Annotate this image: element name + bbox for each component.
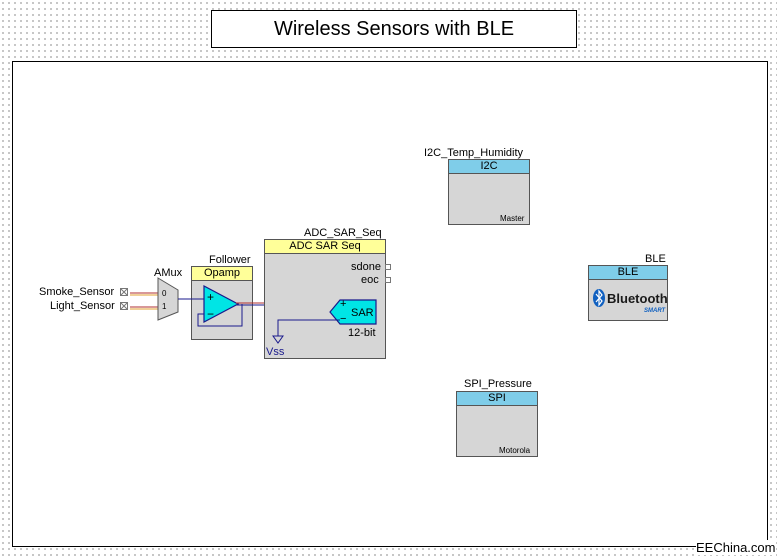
bluetooth-logo: Bluetooth SMART [593, 289, 668, 314]
light-sensor-pin[interactable] [120, 302, 128, 310]
watermark: EEChina.com [696, 540, 776, 555]
bluetooth-logo-text: Bluetooth [607, 291, 668, 306]
follower-type-header: Opamp [192, 267, 252, 281]
ble-type-header: BLE [589, 266, 667, 280]
adc-name: ADC_SAR_Seq [304, 227, 382, 239]
adc-type-header: ADC SAR Seq [265, 240, 385, 254]
spi-block[interactable]: SPI [456, 391, 538, 457]
eoc-label: eoc [361, 274, 379, 286]
adc-sar-seq-block[interactable]: ADC SAR Seq [264, 239, 386, 359]
sar-minus: − [340, 313, 346, 325]
vss-label: Vss [266, 346, 285, 358]
spi-type-header: SPI [457, 392, 537, 406]
sdone-label: sdone [351, 261, 381, 273]
smoke-sensor-pin[interactable] [120, 288, 128, 296]
eoc-terminal[interactable] [385, 277, 391, 283]
amux-name: AMux [154, 267, 183, 279]
i2c-mode: Master [500, 214, 525, 223]
sdone-terminal[interactable] [385, 264, 391, 270]
i2c-name: I2C_Temp_Humidity [424, 147, 524, 159]
bluetooth-logo-sub: SMART [644, 308, 667, 314]
ble-name: BLE [645, 253, 666, 265]
smoke-sensor-label: Smoke_Sensor [39, 286, 115, 298]
sar-plus: + [340, 298, 346, 310]
amux-component[interactable]: 0 1 [128, 276, 188, 326]
opamp-minus: − [207, 307, 214, 321]
light-sensor-label: Light_Sensor [50, 300, 115, 312]
sar-resolution: 12-bit [348, 327, 376, 339]
amux-pin-0: 0 [162, 289, 167, 298]
opamp-symbol: + − [178, 285, 243, 327]
amux-pin-1: 1 [162, 302, 167, 311]
spi-name: SPI_Pressure [464, 378, 532, 390]
opamp-plus: + [207, 290, 214, 304]
page-title: Wireless Sensors with BLE [211, 10, 577, 48]
sar-symbol: + − SAR 12-bit Vss [266, 298, 377, 358]
i2c-type-header: I2C [449, 160, 529, 174]
i2c-block[interactable]: I2C [448, 159, 530, 225]
spi-mode: Motorola [499, 446, 531, 455]
sar-label: SAR [351, 307, 374, 319]
follower-name: Follower [209, 254, 251, 266]
